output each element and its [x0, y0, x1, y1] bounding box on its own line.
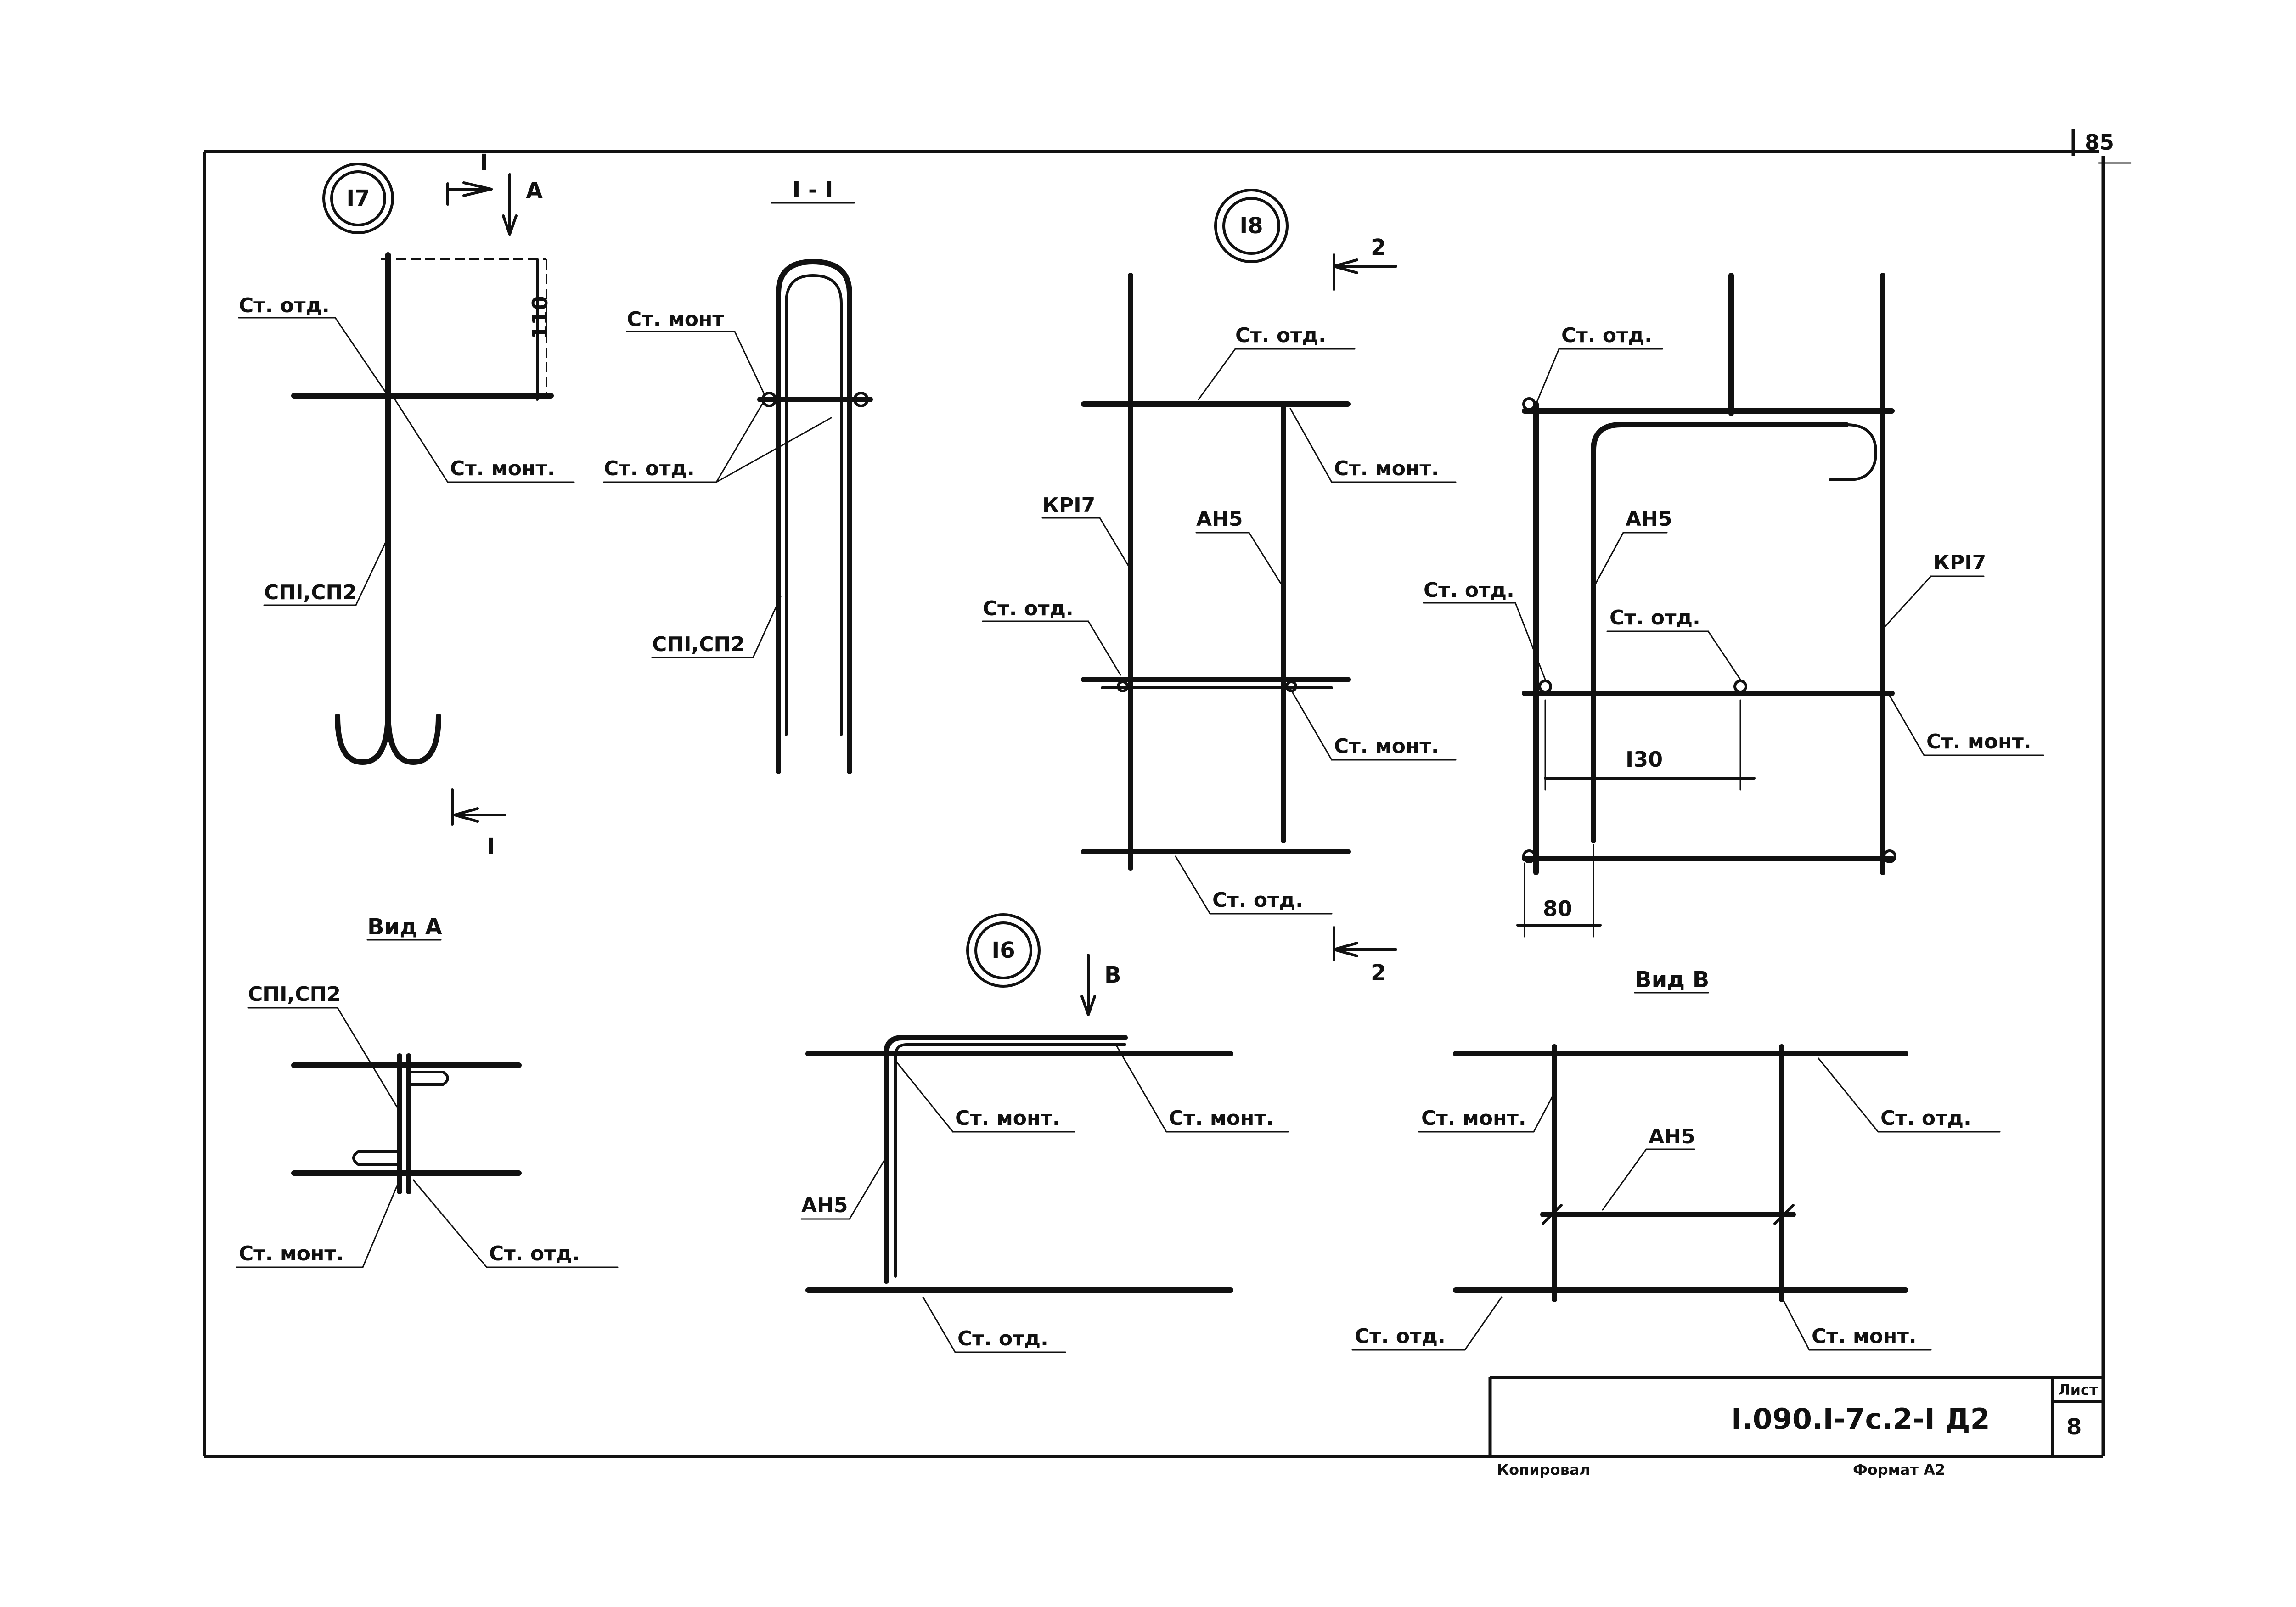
section-mark-1-bottom: I — [487, 834, 495, 860]
node-18-outer-circle — [1214, 189, 1289, 263]
n18-label-kr17: КРI7 — [1042, 494, 1095, 517]
node-18-section-2: Ст. отд. АН5 КРI7 Ст. отд. Ст. отд. Ст. … — [1423, 273, 2044, 938]
dim-110: 110 — [528, 296, 552, 340]
va-label-st-otd: Ст. отд. — [489, 1242, 580, 1265]
copied-by: Копировал — [1497, 1461, 1590, 1478]
n18s-label-st-otd-top: Ст. отд. — [1561, 324, 1652, 347]
n17-label-st-mont: Ст. монт. — [450, 457, 555, 480]
n17-label-sp: СПI,СП2 — [264, 581, 357, 604]
s11-label-sp: СПI,СП2 — [652, 633, 745, 656]
n18-label-st-mont-bottom: Ст. монт. — [1334, 735, 1439, 758]
n18-label-st-otd-bottom: Ст. отд. — [1212, 888, 1303, 912]
node-16: I6 В Ст. монт. Ст. монт. АН5 Ст. отд. — [800, 913, 1289, 1353]
n18s-label-kr17: КРI7 — [1933, 551, 1986, 574]
view-arrow-b: В — [1104, 962, 1121, 988]
section-mark-1-top: I — [480, 150, 488, 175]
section-mark-2-top: 2 — [1371, 235, 1386, 260]
view-arrow-a: А — [526, 178, 543, 204]
node-18: I8 2 Ст. отд. Ст. монт. КРI7 АН5 Ст. отд… — [982, 189, 1457, 986]
vb-label-st-otd: Ст. отд. — [1880, 1107, 1971, 1130]
dim-130: I30 — [1626, 747, 1663, 772]
node-17-number: I7 — [346, 185, 370, 211]
n18-label-st-otd-mid: Ст. отд. — [983, 597, 1074, 620]
node-16-inner-circle — [974, 921, 1032, 979]
n16-label-st-mont-2: Ст. монт. — [1169, 1107, 1274, 1130]
n16-label-an5: АН5 — [801, 1194, 848, 1217]
node-17-inner-circle — [330, 170, 386, 226]
section-1-1-title: I - I — [792, 177, 833, 203]
n16-label-st-otd: Ст. отд. — [957, 1327, 1048, 1350]
n17-label-st-otd: Ст. отд. — [239, 294, 330, 317]
n18s-label-an5: АН5 — [1626, 507, 1672, 531]
view-b-title: Вид В — [1635, 967, 1709, 993]
n18-label-st-mont-top: Ст. монт. — [1334, 457, 1439, 480]
node-16-outer-circle — [966, 913, 1041, 988]
page-number: 85 — [2085, 130, 2114, 155]
dim-80: 80 — [1543, 896, 1572, 921]
vb-label-st-mont-bottom: Ст. монт. — [1812, 1325, 1917, 1348]
list-label: Лист — [2058, 1381, 2098, 1399]
n18-label-an5: АН5 — [1196, 507, 1243, 531]
drawing-code: I.090.I-7c.2-I Д2 — [1731, 1402, 1990, 1436]
s11-label-st-mont: Ст. монт — [627, 308, 724, 331]
view-b: Вид В Ст. монт. Ст. отд. АН5 Ст. отд. Ст… — [1351, 967, 2001, 1351]
section-1-1: I - I Ст. монт Ст. отд. СПI,СП2 — [603, 177, 873, 774]
n18s-label-st-mont: Ст. монт. — [1926, 730, 2032, 753]
node-17-outer-circle — [322, 163, 394, 234]
view-a: Вид А СПI,СП2 Ст. монт. Ст. отд. — [236, 914, 619, 1268]
va-label-st-mont: Ст. монт. — [239, 1242, 344, 1265]
node-16-number: I6 — [991, 938, 1015, 963]
title-block: I.090.I-7c.2-I Д2 Лист 8 — [1488, 1376, 2105, 1456]
n16-label-st-mont-1: Ст. монт. — [955, 1107, 1060, 1130]
vb-label-an5: АН5 — [1649, 1125, 1695, 1148]
node-18-number: I8 — [1239, 213, 1263, 239]
node-18-inner-circle — [1222, 197, 1280, 255]
va-label-sp: СПI,СП2 — [248, 983, 341, 1006]
format-label: Формат А2 — [1853, 1461, 1945, 1478]
drawing-frame — [203, 129, 2132, 1458]
vb-label-st-mont: Ст. монт. — [1421, 1107, 1526, 1130]
n18s-label-st-otd-mid: Ст. отд. — [1609, 606, 1700, 629]
n18s-label-st-otd-left: Ст. отд. — [1424, 579, 1514, 602]
section-mark-2-bottom: 2 — [1371, 960, 1386, 986]
s11-label-st-otd: Ст. отд. — [604, 457, 695, 480]
vb-label-st-otd-bottom: Ст. отд. — [1355, 1325, 1446, 1348]
view-a-title: Вид А — [367, 914, 442, 940]
list-number: 8 — [2066, 1414, 2082, 1440]
n18-label-st-otd-top: Ст. отд. — [1235, 324, 1326, 347]
node-17: I7 I А 110 Ст. отд. Ст. монт. СПI,СП2 — [238, 150, 575, 860]
